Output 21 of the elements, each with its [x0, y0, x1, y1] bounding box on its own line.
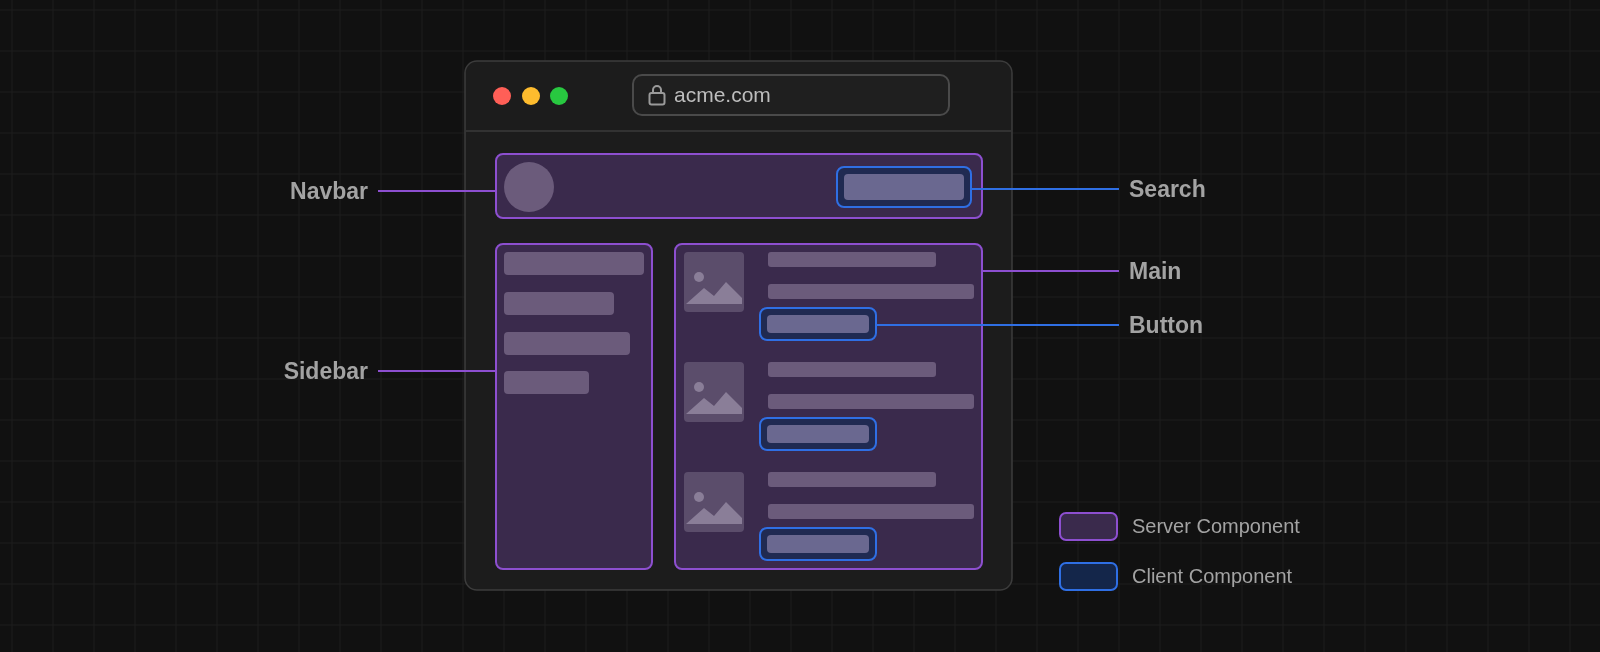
- search-label: Search: [1129, 175, 1219, 203]
- sidebar-box: [495, 243, 653, 570]
- navbar-box: [495, 153, 983, 219]
- legend-label: Client Component: [1132, 565, 1293, 588]
- url-bar: [632, 74, 950, 116]
- button-label: Button: [1129, 311, 1219, 339]
- leader-line: [982, 270, 1120, 272]
- leader-line: [875, 324, 1120, 326]
- button-box: [758, 416, 877, 451]
- leader-line: [377, 370, 496, 372]
- sidebar-label: Sidebar: [262, 357, 368, 385]
- main-box: [674, 243, 983, 570]
- button-box: [758, 306, 877, 341]
- main-label: Main: [1129, 257, 1199, 285]
- url-text: acme.com: [674, 83, 771, 107]
- legend-label: Server Component: [1132, 515, 1300, 538]
- button-box: [758, 526, 877, 561]
- navbar-label: Navbar: [270, 177, 368, 205]
- leader-line: [377, 190, 496, 192]
- search-box: [835, 165, 972, 208]
- leader-line: [970, 188, 1120, 190]
